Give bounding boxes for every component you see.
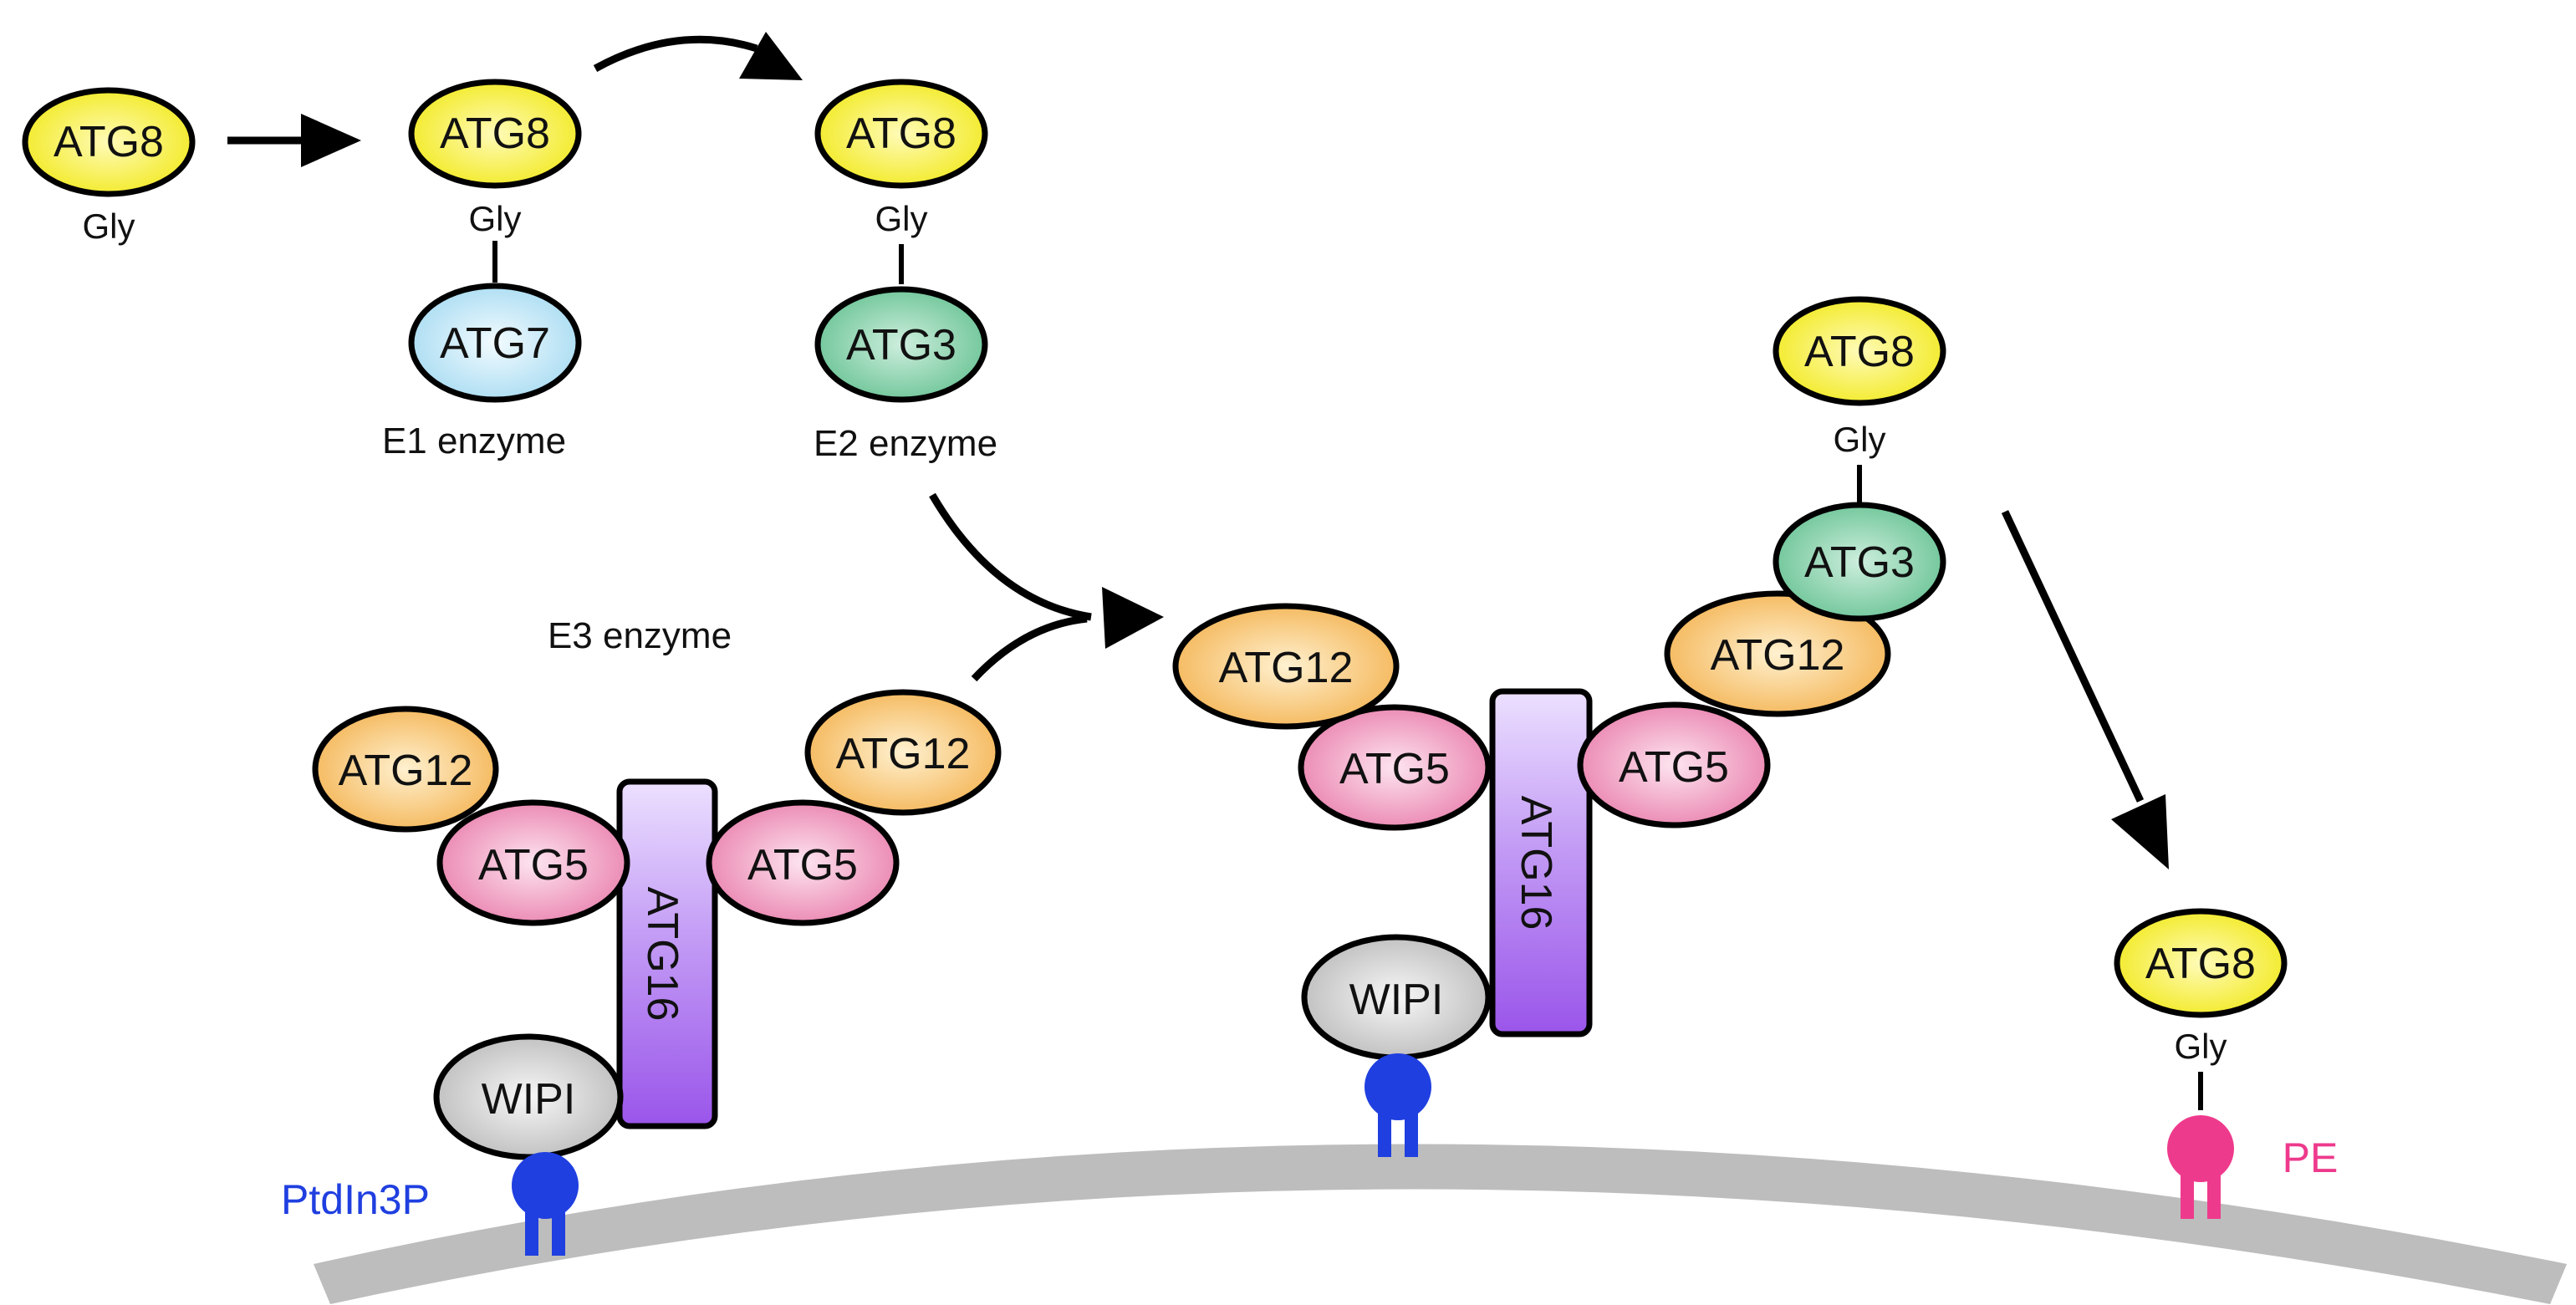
- atg12-oval: [1172, 603, 1400, 730]
- membrane: [314, 1144, 2567, 1304]
- atg8-oval: [22, 87, 196, 197]
- gly-label: Gly: [83, 206, 135, 246]
- atg5-label: ATG5: [1619, 743, 1729, 792]
- atg8-oval: [814, 79, 988, 189]
- atg8-oval: [2114, 908, 2288, 1018]
- atg3-label: ATG3: [846, 321, 956, 370]
- atg8-label: ATG8: [1804, 328, 1915, 376]
- atg5-oval: [436, 799, 630, 926]
- atg8-atg3-complex: ATG8 Gly ATG3 E2 enzyme: [814, 79, 997, 464]
- atg8-label: ATG8: [440, 110, 550, 158]
- atg3-label: ATG3: [1804, 538, 1915, 587]
- atg12-label: ATG12: [1711, 631, 1845, 680]
- atg8-atg7-complex: ATG8 Gly ATG7 E1 enzyme: [382, 79, 582, 461]
- atg12-label: ATG12: [339, 747, 473, 795]
- atg16-label: ATG16: [638, 887, 686, 1022]
- e2-enzyme-label: E2 enzyme: [814, 423, 997, 464]
- e3-complex-right: ATG16 ATG5 ATG12 ATG5 ATG12 ATG3 Gly ATG…: [1172, 296, 1946, 1157]
- atg5-oval: [1577, 701, 1771, 828]
- atg8-free: ATG8 Gly: [22, 87, 196, 246]
- e3-complex-left: E3 enzyme ATG16 ATG5 ATG12 ATG5 ATG12 WI…: [281, 615, 1002, 1256]
- atg5-label: ATG5: [478, 841, 589, 890]
- pe-label: PE: [2283, 1134, 2339, 1181]
- wipi-label: WIPI: [482, 1075, 576, 1124]
- atg12-oval: [804, 689, 1002, 816]
- arrow-to-e2: [593, 32, 803, 80]
- atg12-oval: [312, 706, 499, 833]
- atg7-oval: [408, 283, 582, 403]
- gly-label: Gly: [1834, 420, 1886, 459]
- atg8-label: ATG8: [846, 110, 956, 158]
- atg12-oval: [1664, 590, 1891, 717]
- atg7-label: ATG7: [440, 319, 550, 368]
- atg8-pe: ATG8 Gly PE: [2114, 908, 2339, 1219]
- atg12-label: ATG12: [836, 730, 971, 778]
- atg5-label: ATG5: [747, 841, 858, 890]
- atg8-oval: [408, 79, 582, 189]
- gly-label: Gly: [469, 199, 522, 238]
- arrow-to-e1: [227, 114, 361, 167]
- atg16-rect: [1489, 688, 1593, 1037]
- atg16-label: ATG16: [1512, 796, 1560, 930]
- atg5-oval: [706, 799, 900, 926]
- atg8-label: ATG8: [2145, 940, 2256, 988]
- atg5-oval: [1298, 704, 1492, 831]
- atg3-oval: [814, 286, 988, 403]
- arrow-e3-up: [971, 587, 1164, 682]
- arrow-to-lipidation: [2001, 510, 2169, 869]
- atg12-label: ATG12: [1219, 644, 1354, 692]
- atg8-oval: [1773, 296, 1946, 406]
- atg8-label: ATG8: [54, 118, 164, 166]
- e3-enzyme-label: E3 enzyme: [548, 615, 732, 656]
- pe-lipid-icon: [2167, 1115, 2234, 1219]
- ptdins3p-label: PtdIn3P: [281, 1176, 430, 1223]
- wipi-label: WIPI: [1349, 976, 1444, 1024]
- atg5-label: ATG5: [1339, 745, 1450, 793]
- gly-label: Gly: [2175, 1027, 2227, 1066]
- ptdins3p-lipid-icon: [1365, 1053, 1431, 1157]
- atg16-rect: [616, 778, 718, 1129]
- arrow-e2-to-e3: [929, 492, 1092, 621]
- gly-label: Gly: [875, 199, 928, 238]
- e1-enzyme-label: E1 enzyme: [382, 421, 566, 461]
